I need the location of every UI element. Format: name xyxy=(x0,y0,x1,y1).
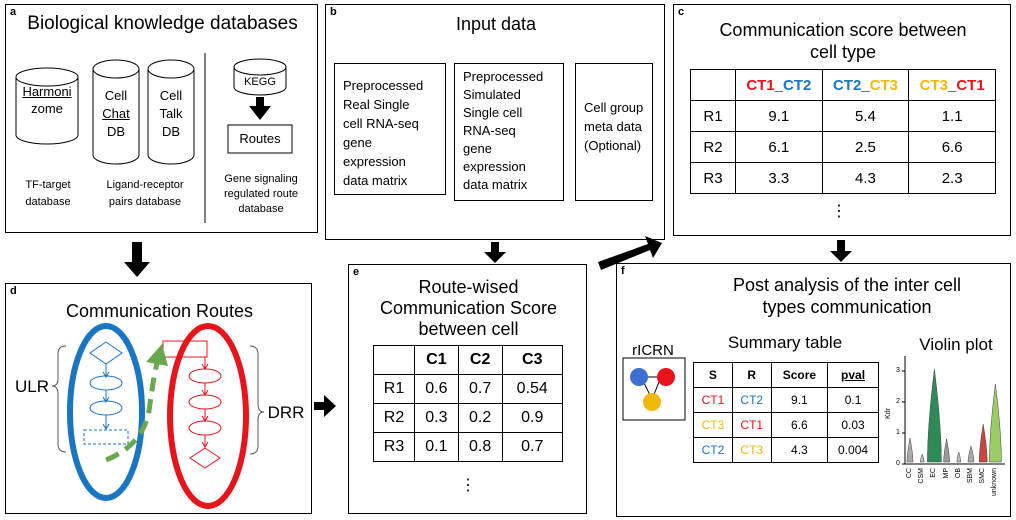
summary-table-title: Summary table xyxy=(727,333,843,352)
ricrn-box xyxy=(622,357,686,421)
panel-d-title: Communication Routes xyxy=(65,301,254,321)
kegg-cylinder-icon xyxy=(233,58,287,96)
arrow-b-to-e-icon xyxy=(484,242,506,263)
ulr-label: ULR xyxy=(14,377,49,396)
header-ct1-ct2: CT1_CT2 xyxy=(735,69,823,101)
table-c-ellipsis: ⋮ xyxy=(831,203,847,220)
routes-label: Routes xyxy=(239,131,281,146)
ulr-ellipse xyxy=(67,323,145,501)
violin-shape xyxy=(956,451,962,463)
violin-shape xyxy=(919,453,925,463)
violin-xlabel: CC xyxy=(906,468,913,479)
green-arrowhead-icon xyxy=(146,344,168,366)
panel-label-f: f xyxy=(621,265,625,277)
header-ct2-ct3: CT2_CT3 xyxy=(821,69,910,101)
drr-label: DRR xyxy=(267,403,305,422)
violin-shape xyxy=(943,438,950,463)
ricrn-network-icon xyxy=(630,368,675,411)
ulr-chain xyxy=(83,341,129,445)
kegg-arrow-icon xyxy=(249,97,271,120)
panel-label-a: a xyxy=(10,6,17,18)
violin-shape xyxy=(906,437,914,463)
violin-xlabel: CSM xyxy=(918,468,926,484)
routes-box xyxy=(227,124,293,154)
violin-ytick: 3 xyxy=(896,367,900,374)
right-brace xyxy=(249,345,265,455)
violin-ylabel: Kdr xyxy=(884,408,892,419)
violin-plot xyxy=(902,356,1005,465)
ricrn-label: rICRN xyxy=(632,342,674,359)
arrow-d-to-e-icon xyxy=(314,395,336,417)
violin-shape xyxy=(978,423,988,463)
panel-label-b: b xyxy=(330,6,337,18)
violin-ytick: 1 xyxy=(896,429,900,436)
panel-d: d Communication Routes xyxy=(5,283,312,514)
panel-label-c: c xyxy=(678,6,685,18)
violin-xlabel: SMC xyxy=(979,468,987,484)
violin-shape xyxy=(927,368,942,463)
violin-xlabel: OB xyxy=(954,468,962,479)
table-e-ellipsis: ⋮ xyxy=(460,477,476,494)
panel-b-title: Input data xyxy=(455,14,537,34)
panel-f-graphics xyxy=(622,356,1005,465)
arrow-c-to-f-icon xyxy=(830,240,852,262)
violin-xlabel: MP xyxy=(942,468,950,479)
cellchatdb-cylinder-icon xyxy=(92,59,140,165)
harmonizome-cylinder-icon xyxy=(15,67,79,145)
celltalkdb-cylinder-icon xyxy=(147,59,195,165)
panel-label-e: e xyxy=(353,266,360,278)
violin-xlabel: EC xyxy=(930,468,938,478)
violin-shape xyxy=(967,445,975,463)
communication-routes-diagram xyxy=(51,323,265,509)
violin-shape xyxy=(989,383,1002,463)
panel-a-graphics xyxy=(15,53,293,223)
green-dashed-arrow xyxy=(105,358,161,463)
header-ct3-ct1: CT3_CT1 xyxy=(908,69,996,101)
violin-ytick: 0 xyxy=(896,460,900,467)
arrow-a-to-d-icon xyxy=(124,242,150,277)
violin-xlabel: SBM xyxy=(967,468,974,484)
violin-shapes xyxy=(906,368,1002,463)
panel-a: a Biological knowledge databases Harmoni… xyxy=(5,4,318,233)
drr-ellipse xyxy=(167,323,249,509)
kegg-label: KEGG xyxy=(244,76,276,88)
violin-ytick: 2 xyxy=(896,398,900,405)
panel-label-d: d xyxy=(10,285,17,297)
panel-a-title: Biological knowledge databases xyxy=(27,13,298,34)
left-brace xyxy=(51,345,67,453)
violin-xlabel: unknown xyxy=(991,468,999,497)
violin-plot-title: Violin plot xyxy=(919,335,993,354)
